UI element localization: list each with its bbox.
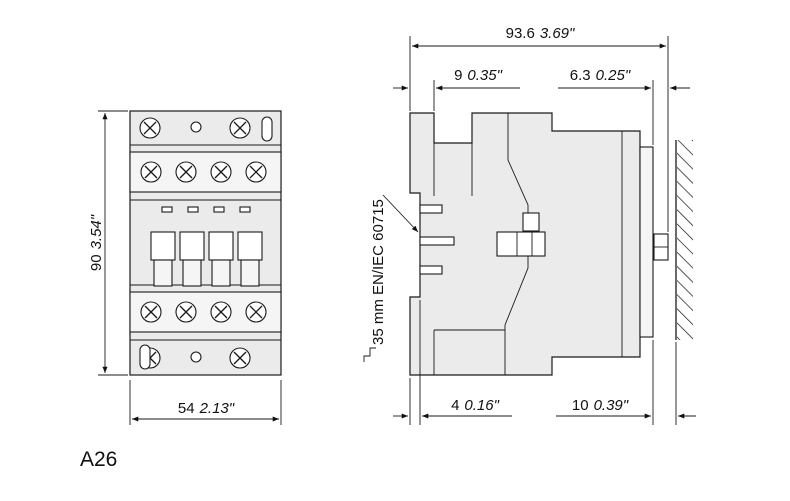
rail-profile-icon <box>363 347 376 362</box>
height-label: 903.54" <box>88 214 105 271</box>
mounting-hole-top <box>190 121 202 133</box>
screw-slot <box>179 305 193 319</box>
pole-blocks <box>150 231 263 287</box>
rail-leader-arrow <box>382 194 419 233</box>
central-latch <box>496 212 546 257</box>
screw-slot <box>144 165 158 179</box>
screw-slot <box>144 305 158 319</box>
screw-slot <box>249 165 263 179</box>
front-view <box>129 110 282 376</box>
indicator-slots <box>161 206 251 213</box>
height-dimension: 903.54" <box>88 110 128 376</box>
keyhole-top <box>261 116 273 142</box>
keyhole-bottom <box>139 344 151 370</box>
rail-label: 35 mm EN/IEC 60715 <box>370 199 387 345</box>
screw-slot <box>233 121 247 135</box>
screw-slot <box>143 121 157 135</box>
side-view <box>409 112 693 376</box>
rear-stud <box>653 233 669 261</box>
screw-slot <box>249 305 263 319</box>
model-label: A26 <box>80 448 118 471</box>
screw-slot <box>233 351 247 365</box>
rail-annotation: 35 mm EN/IEC 60715 <box>363 194 419 362</box>
rear-mount-block <box>639 146 654 338</box>
screw-slot <box>179 165 193 179</box>
screw-slot <box>214 305 228 319</box>
mounting-hole-bottom <box>190 351 202 363</box>
din-rail-clip <box>419 204 455 275</box>
terminal-screws <box>139 117 267 369</box>
wall-hatch <box>677 140 693 340</box>
screw-slot <box>214 165 228 179</box>
